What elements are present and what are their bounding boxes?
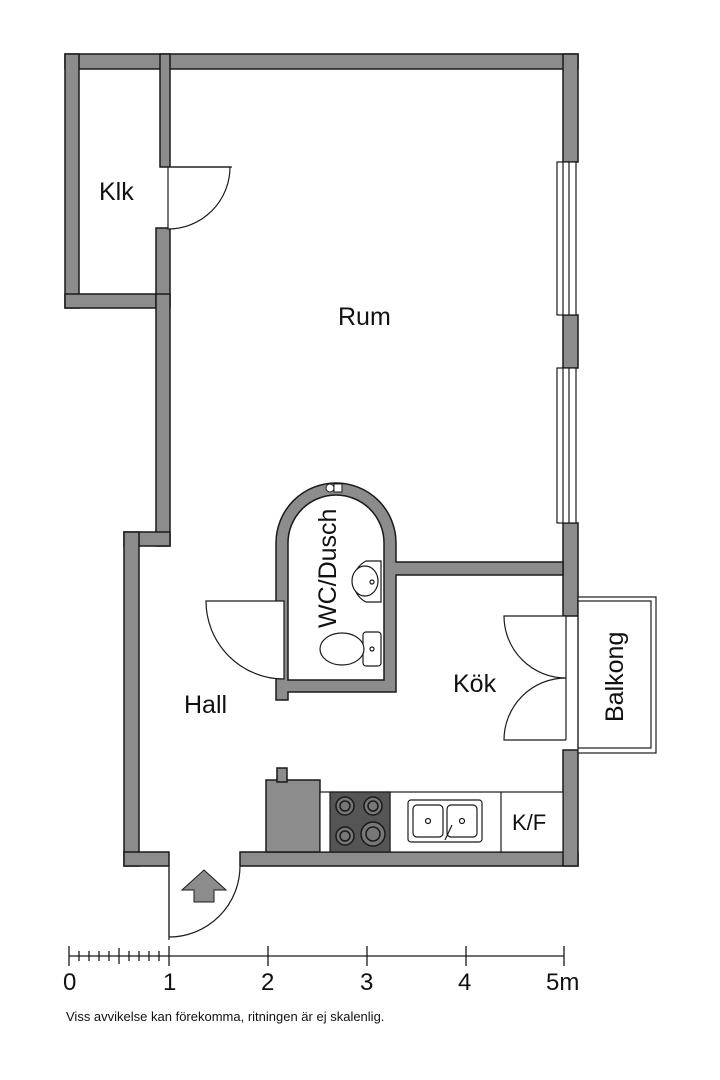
interior-walls: [265, 482, 564, 853]
scale-label-5m: 5m: [546, 969, 579, 996]
scale-label-2: 2: [261, 969, 274, 996]
balcony-door: [503, 615, 567, 741]
shower-icon: [325, 483, 343, 493]
toilet-icon: [319, 631, 382, 667]
kitchen-sink-icon: [407, 799, 483, 843]
scale-label-4: 4: [458, 969, 471, 996]
scale-label-1: 1: [163, 969, 176, 996]
disclaimer-text: Viss avvikelse kan förekomma, ritningen …: [66, 1009, 385, 1024]
room-label-balkong: Balkong: [601, 632, 629, 722]
scale-label-0: 0: [63, 969, 76, 996]
window-lower: [556, 367, 577, 524]
scale-bar: [68, 946, 565, 966]
outer-walls: [64, 53, 579, 867]
stove-icon: [329, 791, 391, 853]
fridge-freezer-label: K/F: [512, 810, 546, 835]
room-label-rum: Rum: [338, 303, 391, 331]
balcony: [577, 596, 657, 754]
window-upper: [556, 161, 577, 316]
sink-icon: [351, 560, 382, 603]
wc-door: [205, 600, 285, 680]
room-label-hall: Hall: [184, 691, 227, 719]
room-label-klk: Klk: [99, 178, 134, 206]
room-label-kok: Kök: [453, 670, 497, 698]
room-label-wc: WC/Dusch: [314, 509, 342, 628]
closet-door: [167, 166, 232, 230]
entrance-arrow-icon: [180, 869, 228, 903]
scale-label-3: 3: [360, 969, 373, 996]
